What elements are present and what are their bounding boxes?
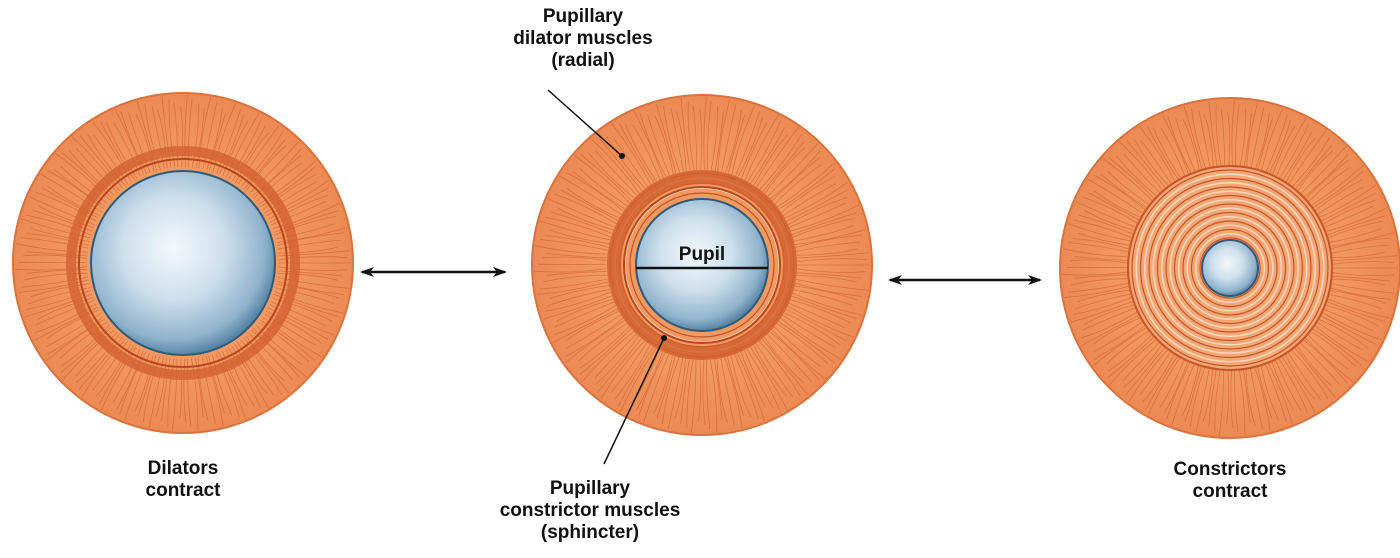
pupil-label: Pupil: [650, 244, 754, 266]
dilated-iris: [13, 93, 353, 433]
constrictors-contract-label: Constrictors contract: [1140, 459, 1320, 503]
normal-iris: [532, 90, 872, 464]
constricted-iris: [1060, 98, 1400, 438]
dilator-muscles-label: Pupillary dilator muscles (radial): [478, 6, 688, 72]
dilators-contract-label: Dilators contract: [98, 458, 268, 502]
constrictor-muscles-label: Pupillary constrictor muscles (sphincter…: [440, 478, 740, 544]
